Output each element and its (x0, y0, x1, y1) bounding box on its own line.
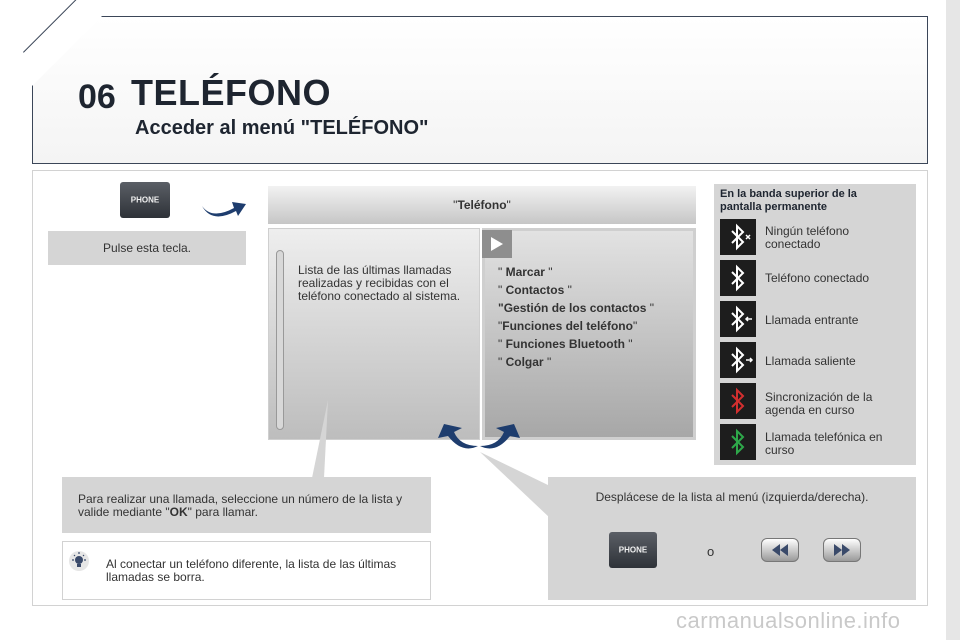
page-title: TELÉFONO (131, 72, 331, 113)
recent-calls-text: Lista de las últimas llamadas realizadas… (298, 263, 461, 303)
bluetooth-outgoing-icon (720, 342, 756, 378)
callout-pointer-left (312, 400, 328, 478)
phone-key-label: PHONE (130, 195, 160, 205)
screen-header-title: "Teléfono" (453, 198, 511, 212)
swipe-arrows-icon (438, 424, 520, 449)
bluetooth-sync-icon (720, 383, 756, 419)
content-frame (32, 170, 928, 606)
phone-menu-list: " Marcar " " Contactos " "Gestión de los… (498, 263, 654, 371)
bluetooth-disconnected-icon (720, 219, 756, 255)
or-text: o (707, 544, 715, 559)
tip-text: Al conectar un teléfono diferente, la li… (106, 557, 397, 584)
legend-label-connected: Teléfono conectado (765, 271, 870, 285)
menu-tab[interactable] (482, 230, 512, 258)
legend-label-outgoing: Llamada saliente (765, 354, 856, 368)
header-panel (32, 16, 928, 164)
chapter-number: 06 (78, 78, 116, 116)
legend-label-incoming: Llamada entrante (765, 313, 859, 327)
header-corner-cut (31, 15, 103, 87)
menu-item-contactos[interactable]: " Contactos " (498, 283, 572, 297)
menu-item-gestion-contactos[interactable]: "Gestión de los contactos " (498, 301, 654, 315)
scroll-instruction-text: Desplácese de la lista al menú (izquierd… (595, 490, 869, 504)
rewind-icon (772, 544, 788, 556)
curved-arrow-right-icon (202, 202, 246, 217)
play-arrow-icon (491, 237, 503, 251)
press-key-box (48, 231, 246, 265)
call-instruction-box (62, 477, 431, 533)
lightbulb-icon (69, 551, 89, 571)
phone-key-icon-2: PHONE (609, 532, 657, 568)
list-scrollbar[interactable] (276, 250, 284, 430)
callout-pointer-right (480, 452, 550, 518)
bluetooth-icon (720, 260, 756, 296)
recent-calls-panel[interactable] (268, 228, 480, 440)
legend-label-call: Llamada telefónica en curso (765, 430, 883, 457)
phone-menu-panel (482, 228, 696, 440)
watermark: carmanualsonline.info (676, 608, 901, 633)
menu-item-funciones-telefono[interactable]: "Funciones del teléfono" (498, 319, 638, 333)
fast-forward-icon (834, 544, 850, 556)
bluetooth-incoming-icon (720, 301, 756, 337)
fast-forward-button[interactable] (823, 538, 861, 562)
page-subtitle: Acceder al menú "TELÉFONO" (135, 117, 429, 139)
legend-label-no-phone: Ningún teléfono conectado (765, 224, 850, 251)
bluetooth-call-icon (720, 424, 756, 460)
press-key-text: Pulse esta tecla. (102, 241, 192, 255)
tip-box (62, 541, 431, 600)
screen-header (268, 186, 696, 224)
menu-item-funciones-bluetooth[interactable]: " Funciones Bluetooth " (498, 337, 633, 351)
legend-label-sync: Sincronización de la agenda en curso (765, 390, 873, 417)
legend-title: En la banda superior de la pantalla perm… (720, 188, 857, 213)
scrollbar[interactable] (946, 0, 960, 640)
rewind-button[interactable] (761, 538, 799, 562)
menu-item-marcar[interactable]: " Marcar " (498, 265, 553, 279)
call-instruction-text: Para realizar una llamada, seleccione un… (78, 492, 403, 519)
phone-key-label-2: PHONE (618, 545, 648, 555)
phone-key-icon: PHONE (120, 182, 170, 218)
menu-item-colgar[interactable]: " Colgar " (498, 355, 552, 369)
